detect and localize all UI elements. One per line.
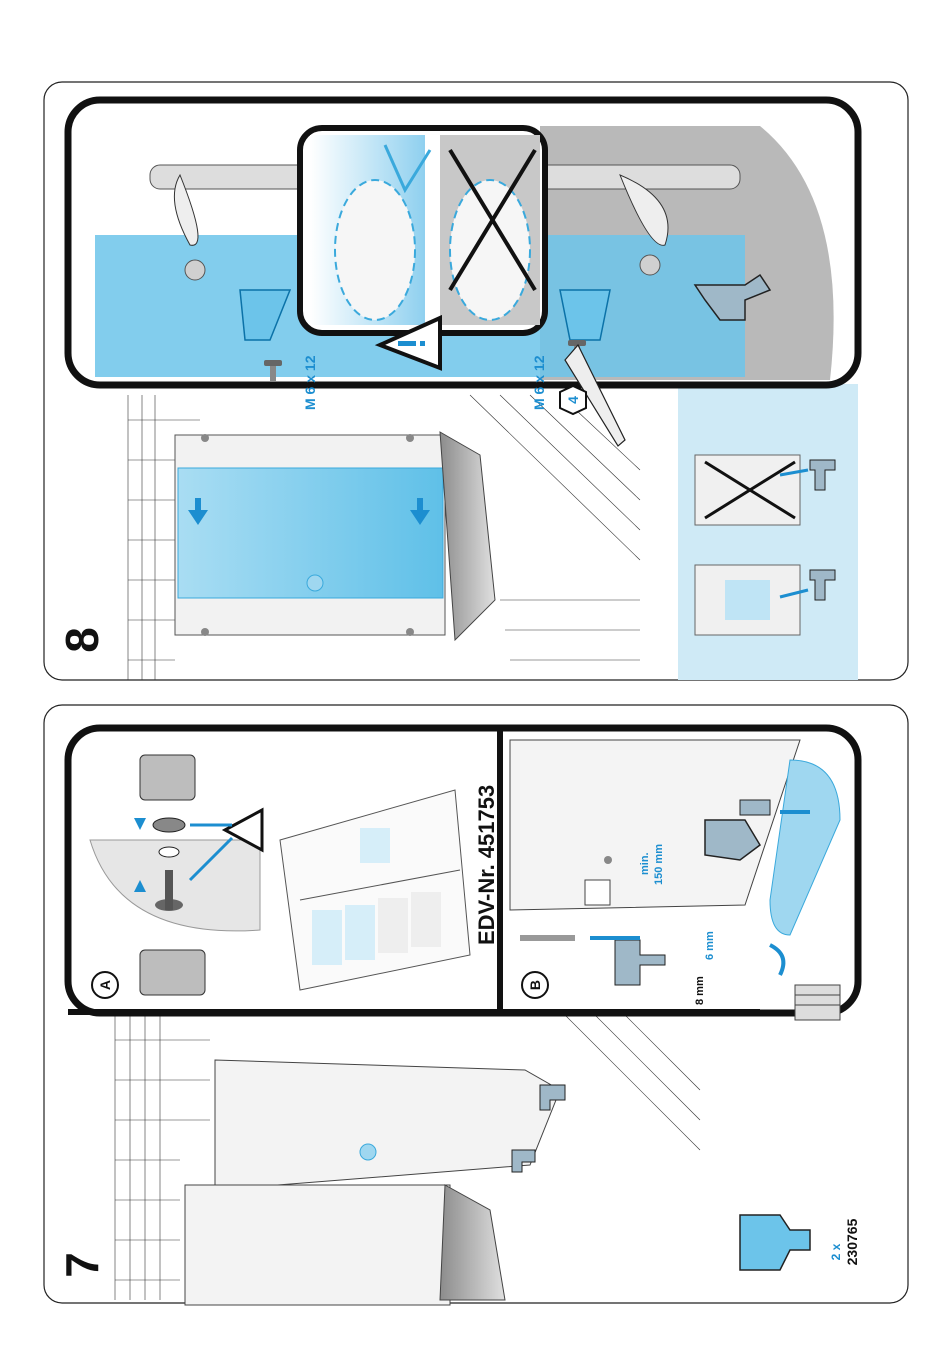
screw-size-label: M 6 x 12 <box>302 355 318 410</box>
part-number: 230765 <box>844 1218 860 1265</box>
hex-key-size: 4 <box>565 396 581 404</box>
min-distance-value: 150 mm <box>653 844 665 885</box>
step-number: 7 <box>56 1252 108 1278</box>
circle-a-label: A <box>97 980 113 990</box>
step-8-panel: 8 M 6 x 12 M 6 x 12 4 <box>44 82 908 680</box>
edv-number: EDV-Nr. 451753 <box>474 785 499 945</box>
screw-size-label: M 6 x 12 <box>531 355 547 410</box>
step-number: 8 <box>56 627 108 653</box>
dimension-8mm: 8 mm <box>694 976 706 1005</box>
dimension-6mm: 6 mm <box>704 931 716 960</box>
circle-b-label: B <box>527 980 543 990</box>
detail-callout-bottom <box>68 728 858 1020</box>
detail-callout-top <box>68 100 858 385</box>
min-distance-label: min. <box>639 852 651 875</box>
inset-correct-incorrect <box>300 128 545 368</box>
part-quantity: 2 x <box>829 1243 843 1260</box>
step-7-panel: 7 A B EDV-Nr. 451753 min. 150 mm 6 mm 8 … <box>44 705 908 1305</box>
tip-strip <box>678 384 858 680</box>
